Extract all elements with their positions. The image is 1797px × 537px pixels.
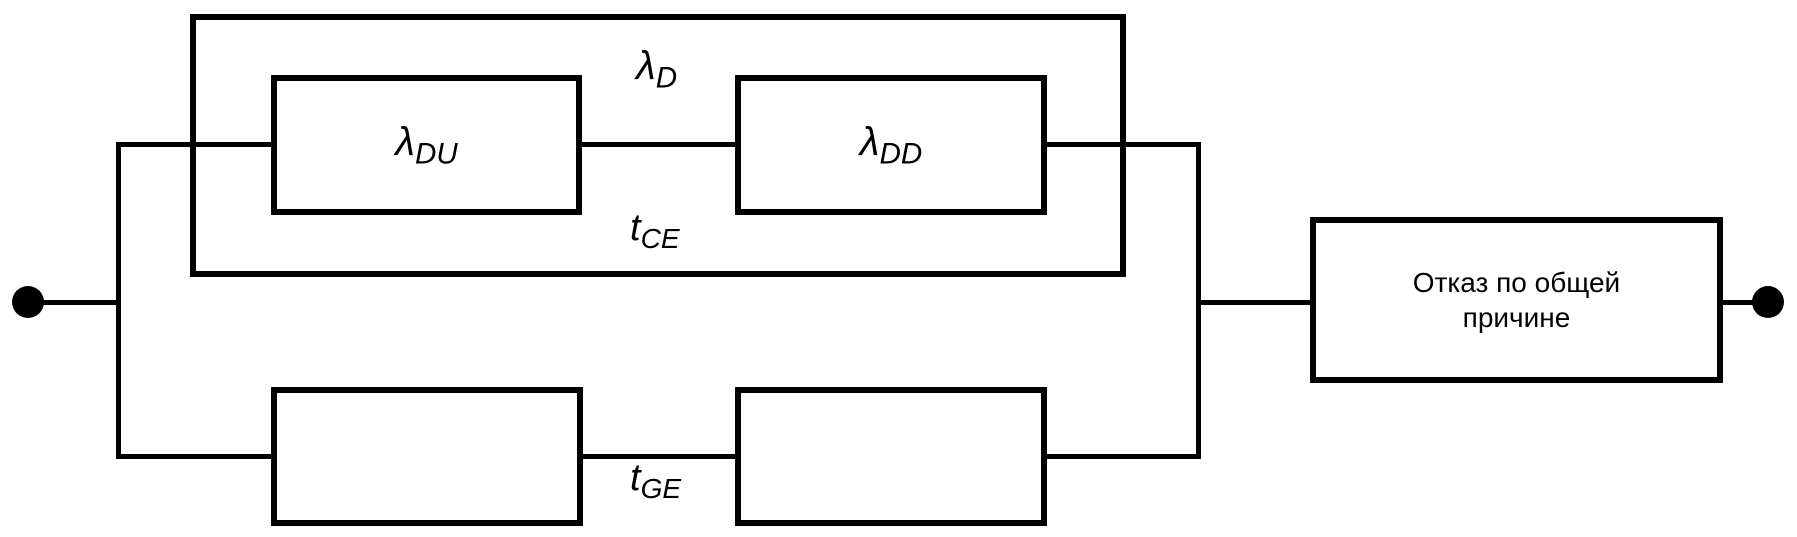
bottom-connector-line xyxy=(583,454,735,459)
t-ce-label: tCE xyxy=(630,207,680,254)
du-dd-connector-line xyxy=(582,142,735,147)
lambda-dd-label: λDD xyxy=(859,119,923,170)
t-ge-label: tGE xyxy=(630,457,682,504)
common-cause-label: Отказ по общей причине xyxy=(1412,267,1621,333)
lambda-du-box: λDU xyxy=(271,75,582,215)
left-bus-line xyxy=(116,142,121,459)
input-terminal-dot xyxy=(12,286,44,318)
common-cause-output-line xyxy=(1723,300,1768,305)
common-cause-input-line xyxy=(1196,300,1310,305)
spare-right-box xyxy=(735,387,1047,526)
lambda-du-label: λDU xyxy=(395,119,458,170)
lambda-d-label: λD xyxy=(636,44,678,95)
lambda-dd-box: λDD xyxy=(735,75,1047,215)
spare-left-box xyxy=(271,387,583,526)
bottom-branch-input-line xyxy=(116,454,271,459)
dd-output-line xyxy=(1047,142,1201,147)
input-line xyxy=(28,300,121,305)
common-cause-box: Отказ по общей причине xyxy=(1310,217,1723,383)
top-branch-input-line xyxy=(116,142,271,147)
bottom-output-line xyxy=(1047,454,1201,459)
output-terminal-dot xyxy=(1752,286,1784,318)
